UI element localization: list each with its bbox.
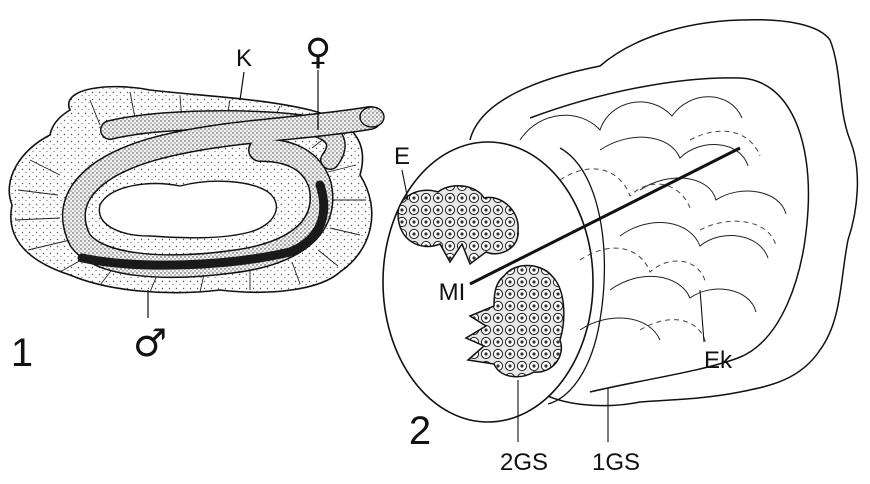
- label-k: K: [236, 45, 252, 72]
- label-1gs: 1GS: [592, 449, 640, 476]
- frill-inner-opening: [99, 181, 276, 238]
- figure-1-number: 1: [11, 331, 33, 375]
- label-e: E: [394, 143, 410, 170]
- label-ek: Ek: [704, 347, 733, 374]
- figure-2-illustration: [383, 20, 857, 442]
- label-male-symbol: ♂: [133, 321, 167, 365]
- tube-front-face: [383, 142, 593, 422]
- label-female-symbol: ♀: [305, 32, 331, 73]
- label-mi: MI: [439, 279, 466, 306]
- label-2gs: 2GS: [500, 449, 548, 476]
- figure-1-illustration: [9, 70, 384, 318]
- figure-2-number: 2: [409, 409, 431, 453]
